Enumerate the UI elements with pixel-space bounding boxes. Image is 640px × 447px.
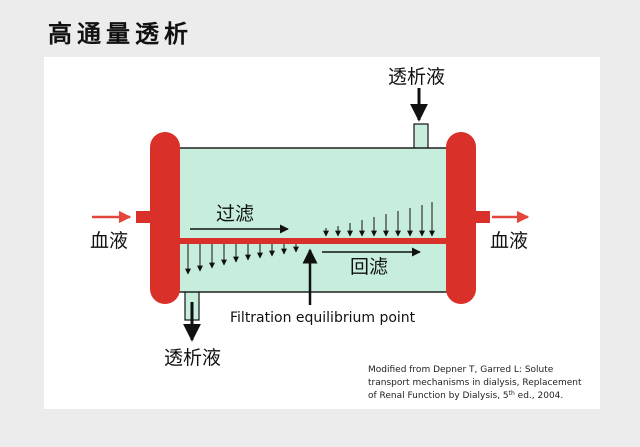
filtration-arrows <box>185 244 299 275</box>
citation-line-2: transport mechanisms in dialysis, Replac… <box>368 378 582 388</box>
citation-line-3: of Renal Function by Dialysis, 5th ed., … <box>368 390 563 401</box>
blood-out-label: 血液 <box>490 230 528 252</box>
dialysate-out-label: 透析液 <box>164 347 221 369</box>
page-title: 高通量透析 <box>48 20 193 48</box>
dialysate-compartment <box>167 147 461 293</box>
citation-line-1: Modified from Depner T, Garred L: Solute <box>368 365 554 375</box>
dialysate-in-label: 透析液 <box>388 66 445 88</box>
blood-header-left <box>150 132 180 304</box>
equilibrium-point-label: Filtration equilibrium point <box>230 310 416 326</box>
backfiltration-label: 回滤 <box>350 256 388 278</box>
dialysate-inlet-port <box>413 123 429 151</box>
blood-in-label: 血液 <box>90 230 128 252</box>
filtration-label: 过滤 <box>216 203 254 225</box>
membrane-fiber <box>176 238 452 244</box>
backfiltration-arrows <box>323 202 435 237</box>
blood-header-right <box>446 132 476 304</box>
